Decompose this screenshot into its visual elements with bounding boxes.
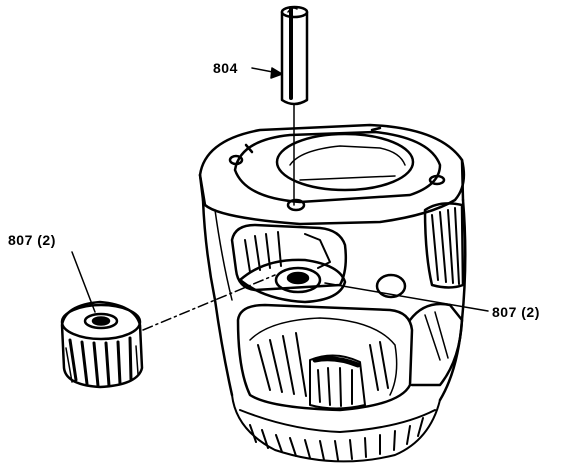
ring-gear (231, 394, 441, 463)
right-window-teeth (431, 207, 460, 285)
callout-804: 804 (213, 60, 238, 76)
callout-807-right: 807 (2) (492, 304, 540, 320)
leader-lines (71, 67, 489, 313)
pinion-shaft-pin (280, 5, 309, 106)
differential-case (198, 123, 467, 412)
inner-pinion-teeth (244, 231, 331, 273)
callout-807-left: 807 (2) (8, 232, 56, 248)
gear-guide-line (142, 274, 276, 331)
loose-pinion-gear (60, 300, 144, 389)
lower-side-gears (257, 332, 389, 410)
